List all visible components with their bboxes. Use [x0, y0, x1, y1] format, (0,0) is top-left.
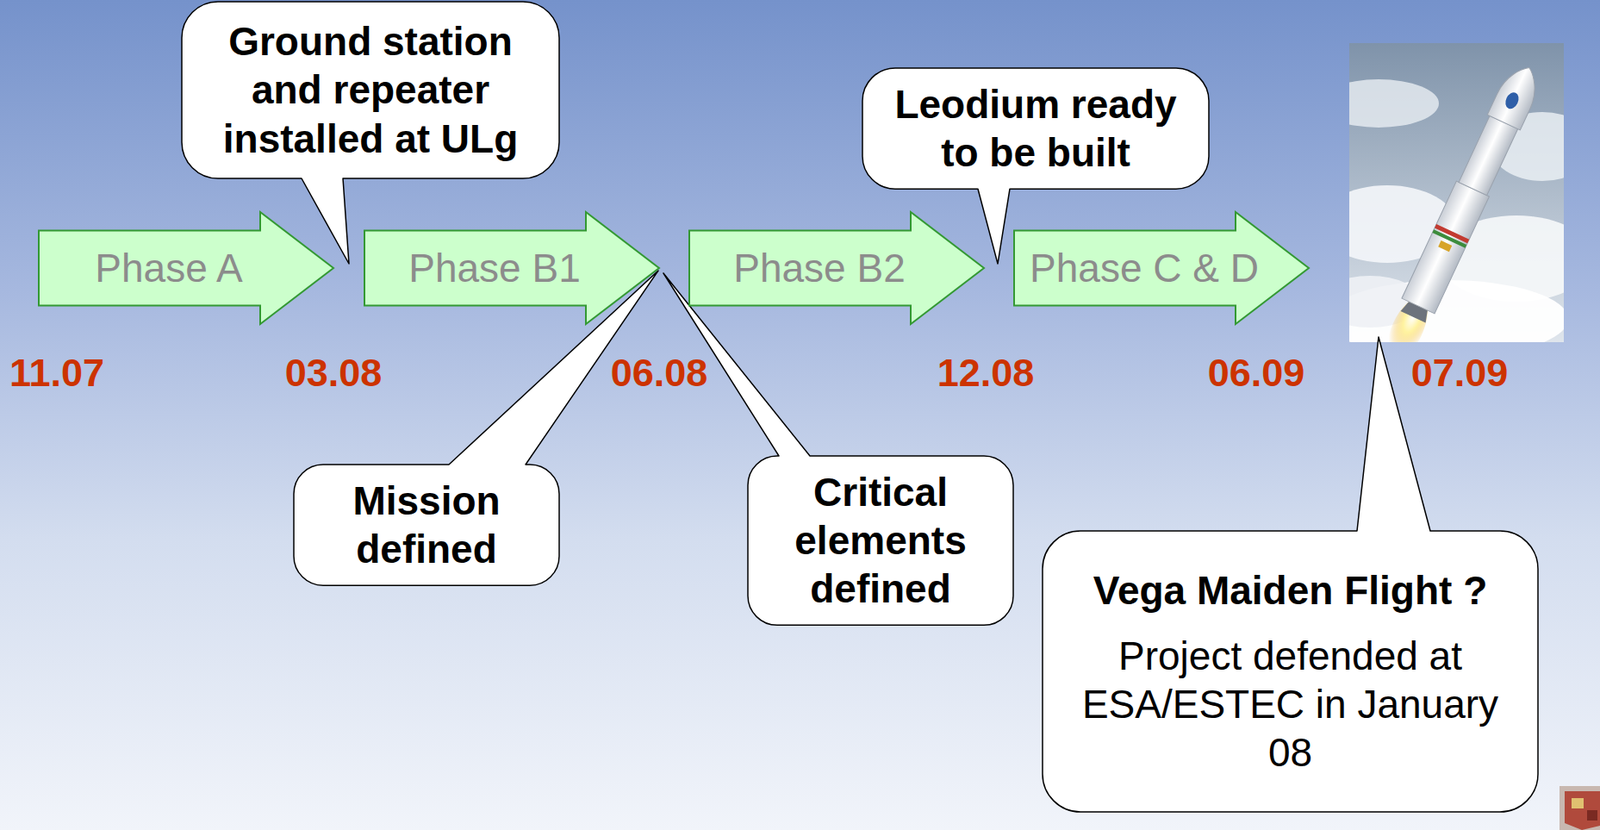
rocket — [1375, 60, 1546, 343]
rocket-upper-stage — [1458, 115, 1519, 195]
callout-bubble: Critical elements defined — [747, 455, 1014, 625]
callout-heading: Mission defined — [316, 476, 537, 573]
rocket-flag — [1438, 240, 1452, 252]
date-label: 12.08 — [937, 351, 1035, 395]
phase-arrow: Phase A — [37, 211, 335, 325]
callout-bubble: Leodium ready to be built — [862, 68, 1209, 189]
rocket-fairing — [1487, 60, 1546, 131]
phase-arrow-outline — [689, 211, 984, 324]
date-label: 07.09 — [1411, 351, 1509, 395]
callout-bubble: Mission defined — [293, 464, 560, 586]
logo-detail — [1571, 797, 1584, 809]
date-label: 11.07 — [9, 351, 105, 395]
phase-label: Phase B2 — [733, 245, 905, 292]
date-label: 06.08 — [610, 351, 709, 395]
rocket-first-stage — [1401, 180, 1489, 314]
phase-label: Phase A — [94, 245, 243, 292]
callout-outline — [1042, 336, 1538, 812]
phase-label: Phase C & D — [1029, 245, 1259, 292]
callout-outline — [181, 1, 560, 264]
phase-arrow-outline — [364, 211, 660, 324]
callout-bubble: Ground station and repeater installed at… — [181, 1, 560, 179]
callout-heading: Ground station and repeater installed at… — [204, 17, 537, 162]
logo-shield — [1564, 790, 1600, 830]
callout-outline — [293, 270, 659, 586]
logo-ground — [1559, 785, 1600, 830]
callout-heading: Vega Maiden Flight ? — [1093, 566, 1488, 615]
logo-detail — [1587, 809, 1598, 821]
date-label: 03.08 — [285, 351, 383, 395]
phase-arrow: Phase B1 — [363, 211, 660, 325]
rocket-photo — [1349, 43, 1564, 343]
phase-label: Phase B1 — [408, 245, 580, 292]
callout-heading: Leodium ready to be built — [884, 80, 1187, 177]
phase-arrow: Phase C & D — [1013, 211, 1310, 325]
callout-heading: Critical elements defined — [770, 467, 991, 613]
phase-arrow-outline — [38, 211, 334, 324]
phase-arrow: Phase B2 — [688, 211, 985, 325]
cloud — [1349, 79, 1439, 128]
callout-note: Project defended at ESA/ESTEC in January… — [1064, 631, 1516, 777]
callout-bubble: Vega Maiden Flight ? Project defended at … — [1042, 530, 1538, 812]
callout-outline — [663, 273, 1014, 625]
corner-logo — [1559, 785, 1600, 830]
date-label: 06.09 — [1207, 351, 1306, 395]
phase-arrow-outline — [1014, 211, 1309, 324]
rocket-logo — [1502, 90, 1521, 112]
